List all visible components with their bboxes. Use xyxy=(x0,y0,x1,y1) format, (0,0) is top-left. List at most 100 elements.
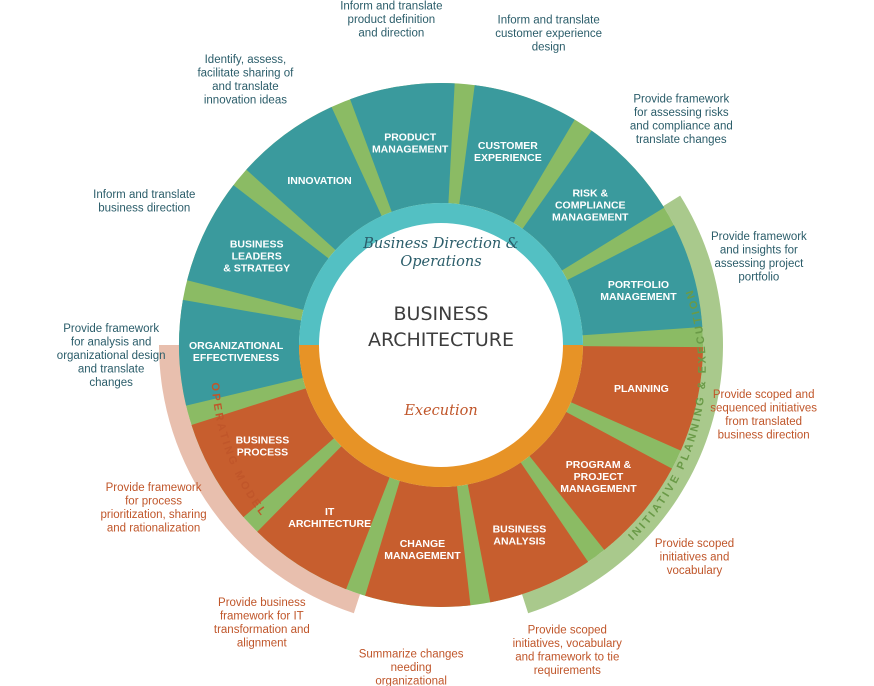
segment-label-portfolio-management: PORTFOLIO xyxy=(608,279,669,291)
note-business-process: for process xyxy=(125,495,182,507)
segment-label-business-leaders-strategy: BUSINESS xyxy=(230,238,284,250)
segment-label-business-process: BUSINESS xyxy=(236,435,290,447)
segment-label-business-leaders-strategy: LEADERS xyxy=(232,250,282,262)
note-business-analysis: and framework to tie xyxy=(515,652,619,664)
note-business-analysis: initiatives, vocabulary xyxy=(513,638,623,650)
note-planning: from translated xyxy=(725,416,802,428)
segment-label-it-architecture: IT xyxy=(325,506,335,518)
outer-arcs xyxy=(159,195,723,614)
note-planning: business direction xyxy=(718,430,810,442)
segment-label-organizational-effectiveness: EFFECTIVENESS xyxy=(193,352,279,364)
segment-planning xyxy=(570,346,703,451)
note-business-leaders-strategy: Inform and translate xyxy=(93,189,195,201)
segment-risk-compliance-management xyxy=(522,130,665,271)
note-innovation: facilitate sharing of xyxy=(197,67,294,79)
note-portfolio-management: portfolio xyxy=(738,272,779,284)
segment-label-risk-compliance-management: COMPLIANCE xyxy=(555,199,626,211)
segment-label-business-analysis: BUSINESS xyxy=(493,523,547,535)
note-portfolio-management: and insights for xyxy=(720,245,798,257)
note-change-management: Summarize changes xyxy=(359,648,464,660)
segment-label-program-project-management: PROJECT xyxy=(574,471,624,483)
segment-program-project-management xyxy=(529,412,672,550)
note-business-analysis: Provide scoped xyxy=(528,625,607,637)
center-title-line2: ARCHITECTURE xyxy=(368,329,514,351)
segment-business-process xyxy=(191,388,334,518)
note-business-analysis: requirements xyxy=(534,665,601,677)
note-risk-compliance-management: for assessing risks xyxy=(634,107,729,119)
segment-label-business-process: PROCESS xyxy=(237,447,288,459)
center-circle xyxy=(321,225,561,465)
segment-innovation xyxy=(246,106,382,250)
note-product-management: Inform and translate xyxy=(340,0,442,12)
note-customer-experience: customer experience xyxy=(495,28,602,40)
segment-business-analysis xyxy=(467,462,589,603)
note-risk-compliance-management: Provide framework xyxy=(633,94,729,106)
note-it-architecture: framework for IT xyxy=(220,610,304,622)
note-program-project-management: initiatives and xyxy=(660,551,730,563)
note-organizational-effectiveness: organizational design xyxy=(57,350,166,362)
note-planning: Provide scoped and xyxy=(713,389,815,401)
segment-business-leaders-strategy xyxy=(187,185,329,310)
segment-label-planning: PLANNING xyxy=(614,383,669,395)
segment-portfolio-management xyxy=(567,225,703,336)
segment-label-product-management: MANAGEMENT xyxy=(372,143,449,155)
segment-label-risk-compliance-management: RISK & xyxy=(572,187,608,199)
inner-bands xyxy=(299,203,583,487)
segment-label-change-management: MANAGEMENT xyxy=(384,550,461,562)
segment-label-innovation: INNOVATION xyxy=(287,175,351,187)
segment-it-architecture xyxy=(257,446,390,590)
lower-inner-band xyxy=(299,345,583,487)
segment-label-organizational-effectiveness: ORGANIZATIONAL xyxy=(189,340,284,352)
note-business-process: prioritization, sharing xyxy=(101,509,207,521)
note-organizational-effectiveness: Provide framework xyxy=(63,323,159,335)
note-innovation: Identify, assess, xyxy=(205,54,287,66)
note-risk-compliance-management: and compliance and xyxy=(630,121,733,133)
lower-band-label: Execution xyxy=(403,403,477,419)
segment-label-customer-experience: CUSTOMER xyxy=(478,140,538,152)
note-program-project-management: vocabulary xyxy=(667,565,723,577)
note-customer-experience: design xyxy=(532,42,566,54)
note-it-architecture: alignment xyxy=(237,637,288,649)
note-organizational-effectiveness: for analysis and xyxy=(71,336,152,348)
note-organizational-effectiveness: changes xyxy=(89,377,133,389)
segment-label-program-project-management: PROGRAM & xyxy=(566,459,632,471)
note-business-leaders-strategy: business direction xyxy=(98,202,190,214)
note-organizational-effectiveness: and translate xyxy=(78,363,145,375)
note-it-architecture: Provide business xyxy=(218,597,306,609)
note-risk-compliance-management: translate changes xyxy=(636,134,727,146)
segment-label-business-analysis: ANALYSIS xyxy=(493,535,545,547)
segment-label-risk-compliance-management: MANAGEMENT xyxy=(552,211,629,223)
note-portfolio-management: Provide framework xyxy=(711,231,807,243)
note-business-process: and rationalization xyxy=(107,522,200,534)
segment-label-program-project-management: MANAGEMENT xyxy=(560,483,637,495)
segment-organizational-effectiveness xyxy=(179,299,303,406)
note-program-project-management: Provide scoped xyxy=(655,538,734,550)
note-change-management: organizational xyxy=(375,675,447,686)
segment-label-it-architecture: ARCHITECTURE xyxy=(288,518,371,530)
upper-band-label-line2: Operations xyxy=(400,254,481,270)
center-title-line1: BUSINESS xyxy=(394,303,489,325)
segment-label-business-leaders-strategy: & STRATEGY xyxy=(223,262,290,274)
note-change-management: needing xyxy=(391,662,432,674)
note-portfolio-management: assessing project xyxy=(714,258,804,270)
upper-inner-band xyxy=(299,203,583,345)
segment-change-management xyxy=(365,480,471,608)
note-customer-experience: Inform and translate xyxy=(498,15,600,27)
note-product-management: product definition xyxy=(348,14,436,26)
note-product-management: and direction xyxy=(358,27,424,39)
segment-customer-experience xyxy=(459,85,575,223)
note-business-process: Provide framework xyxy=(106,482,202,494)
segment-label-product-management: PRODUCT xyxy=(384,131,437,143)
note-planning: sequenced initiatives xyxy=(710,403,817,415)
segment-label-change-management: CHANGE xyxy=(400,538,446,550)
segment-label-customer-experience: EXPERIENCE xyxy=(474,152,542,164)
note-innovation: innovation ideas xyxy=(204,94,287,106)
operating-model-arc xyxy=(159,345,361,614)
note-it-architecture: transformation and xyxy=(214,624,310,636)
segment-product-management xyxy=(350,82,455,212)
segment-label-portfolio-management: MANAGEMENT xyxy=(600,291,677,303)
